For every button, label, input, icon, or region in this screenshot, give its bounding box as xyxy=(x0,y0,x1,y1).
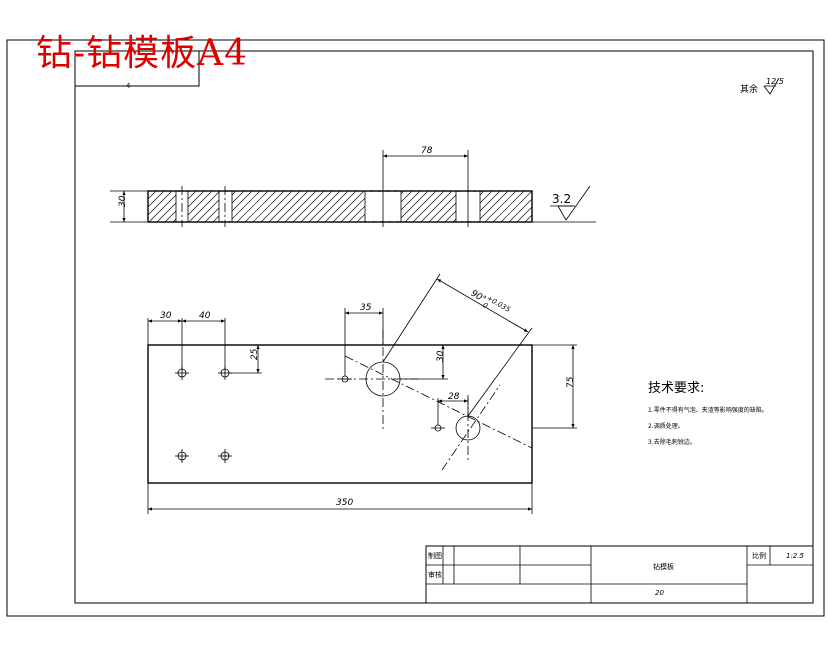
hatch-line xyxy=(308,190,341,223)
hatch-line xyxy=(148,190,181,223)
hatch-line xyxy=(284,190,317,223)
hatch-line xyxy=(404,190,437,223)
hatch-line xyxy=(396,190,429,223)
hatch-line xyxy=(516,206,533,223)
dim-35: 35 xyxy=(360,303,372,313)
roughness-symbol-surface xyxy=(550,185,591,221)
title-overlay: 钻-钻模板A4 xyxy=(36,33,249,74)
hatch-line xyxy=(428,190,461,223)
tb-row1-label: 制图 xyxy=(428,551,442,560)
dim-40-top: 40 xyxy=(199,311,211,321)
hatch-line xyxy=(276,190,309,223)
hatch-line xyxy=(244,190,277,223)
roughness-surface-value: 3.2 xyxy=(552,192,571,206)
dim-tol-upper: +0.035 xyxy=(485,294,512,314)
dim-28: 28 xyxy=(448,392,460,402)
plan-plate-outline xyxy=(147,344,533,484)
hatch-line xyxy=(147,190,157,200)
hatch-line xyxy=(236,190,269,223)
tech-requirements: 技术要求: 1.零件不得有气泡、夹渣等影响强度的缺陷。 2.调质处理。 3.去除… xyxy=(648,381,768,446)
inner-border xyxy=(74,50,814,604)
hatch-line xyxy=(476,190,509,223)
tb-scale-label: 比例 xyxy=(752,551,766,560)
hatch-line xyxy=(260,190,293,223)
hatch-line xyxy=(524,214,533,223)
dim-75: 75 xyxy=(566,376,576,388)
hatch-line xyxy=(508,198,533,223)
roughness-symbol-top xyxy=(763,77,780,95)
hatch-line xyxy=(300,190,333,223)
hatch-line xyxy=(228,190,261,223)
small-hole-4 xyxy=(218,449,232,463)
hatch-line xyxy=(292,190,325,223)
corner-label-box xyxy=(74,50,200,87)
hatch-line xyxy=(147,190,165,208)
tech-item-3: 3.去除毛刺锐边。 xyxy=(648,438,696,446)
title-block: 制图 审核 钻模板 比例 1:2.5 20 xyxy=(425,545,814,604)
hatch-line xyxy=(420,190,453,223)
hatch-line xyxy=(252,190,285,223)
dim-30-top: 30 xyxy=(160,311,172,321)
corner-label: 4 xyxy=(126,82,131,90)
section-view: 78 30 3.2 xyxy=(110,146,596,227)
hatch-line xyxy=(147,190,173,216)
roughness-other-value: 12.5 xyxy=(766,77,784,86)
tb-row2-label: 审核 xyxy=(428,570,442,579)
dim-30-height: 30 xyxy=(118,195,128,207)
roughness-other-label: 其余 xyxy=(740,83,758,95)
tb-scale-value: 1:2.5 xyxy=(786,552,804,560)
hatch-line xyxy=(500,190,533,223)
plan-view: 30 40 25 35 30 28 90° +0.035 0 75 xyxy=(147,273,577,514)
hatch-line xyxy=(268,190,301,223)
dim-78: 78 xyxy=(421,146,433,156)
dim-350: 350 xyxy=(336,498,353,508)
dim-30-right: 30 xyxy=(436,350,446,362)
hatch-line xyxy=(484,190,517,223)
dim-tol-lower: 0 xyxy=(481,301,489,310)
dim-25-left: 25 xyxy=(250,348,260,360)
small-hole-3 xyxy=(175,449,189,463)
small-hole-6 xyxy=(431,424,445,432)
hatch-line xyxy=(412,190,445,223)
tech-item-2: 2.调质处理。 xyxy=(648,422,684,430)
outer-border xyxy=(6,39,825,617)
hatch-line xyxy=(332,190,365,223)
tech-heading: 技术要求: xyxy=(648,381,704,396)
tb-bottom-value: 20 xyxy=(655,589,664,597)
tech-item-1: 1.零件不得有气泡、夹渣等影响强度的缺陷。 xyxy=(648,406,768,414)
hatch-line xyxy=(324,190,357,223)
tb-part-name: 钻模板 xyxy=(653,562,674,571)
hatch-line xyxy=(188,190,221,223)
hatch-line xyxy=(316,190,349,223)
hatch-line xyxy=(492,190,525,223)
